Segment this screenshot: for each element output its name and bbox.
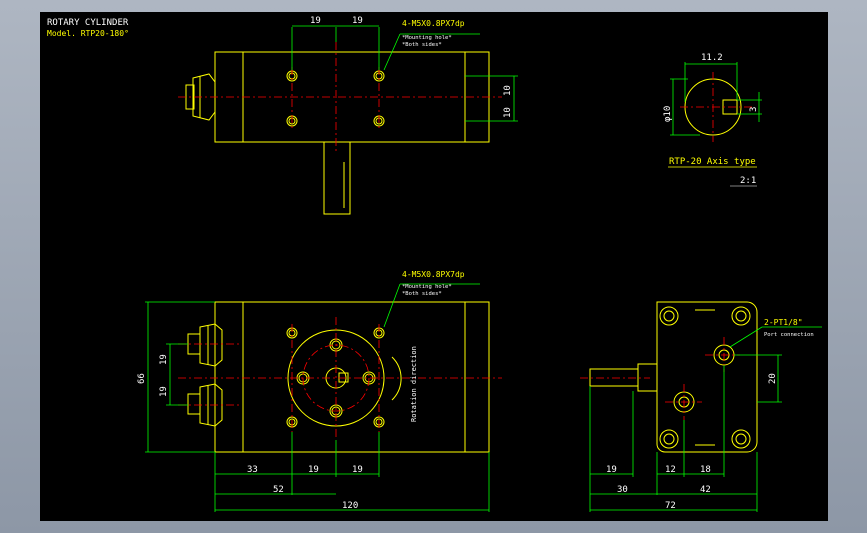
dim-top-19a: 19	[310, 16, 321, 26]
dim-front-52: 52	[273, 485, 284, 495]
dim-front-19c: 19	[308, 465, 319, 475]
top-shaft	[323, 141, 351, 215]
dim-front-19b: 19	[159, 386, 169, 397]
front-centerlines	[178, 317, 502, 440]
cad-viewport[interactable]: ROTARY CYLINDER Model. RTP20-180°	[40, 12, 828, 521]
side-centerlines	[580, 337, 740, 420]
dim-side-30: 30	[617, 485, 628, 495]
side-dimensions	[589, 326, 822, 512]
top-holes	[286, 70, 385, 127]
axis-type-label: RTP-20 Axis type	[669, 157, 756, 167]
dim-front-19a: 19	[159, 354, 169, 365]
note-mount-front: 4-M5X0.8PX7dp	[402, 270, 465, 279]
axis-scale: 2:1	[740, 176, 756, 186]
dim-front-120: 120	[342, 501, 358, 511]
note-port-sub: Port connection	[764, 332, 814, 338]
note-mount-top: 4-M5X0.8PX7dp	[402, 19, 465, 28]
top-body	[214, 51, 490, 143]
dim-side-19: 19	[606, 465, 617, 475]
dim-side-10a: 10	[503, 85, 513, 96]
dim-side-42: 42	[700, 485, 711, 495]
note-mount-front-sub2: *Both sides*	[402, 291, 442, 297]
top-view	[185, 51, 490, 215]
dim-side-72: 72	[665, 501, 676, 511]
top-hex-nut	[192, 73, 216, 121]
title-line2: Model. RTP20-180°	[47, 29, 129, 38]
dim-front-33: 33	[247, 465, 258, 475]
dim-axis-3: 3	[749, 107, 759, 112]
dim-side-20: 20	[768, 373, 778, 384]
note-port: 2-PT1/8"	[764, 318, 803, 327]
note-mount-top-sub2: *Both sides*	[402, 42, 442, 48]
front-view	[187, 301, 490, 453]
dim-axis-11-2: 11.2	[701, 53, 723, 63]
top-dimensions	[291, 25, 518, 122]
dim-axis-phi10: φ10	[663, 106, 673, 122]
side-shaft	[589, 368, 639, 387]
title-line1: ROTARY CYLINDER	[47, 18, 129, 28]
top-centerlines	[178, 42, 502, 152]
dim-top-19b: 19	[352, 16, 363, 26]
dim-side-12: 12	[665, 465, 676, 475]
dim-side-10b: 10	[503, 107, 513, 118]
drawing-canvas: ROTARY CYLINDER Model. RTP20-180°	[47, 16, 822, 512]
note-mount-top-sub1: *Mounting hole*	[402, 35, 452, 41]
dim-front-66: 66	[137, 373, 147, 384]
front-body	[214, 301, 490, 453]
dim-side-18: 18	[700, 465, 711, 475]
axis-detail: 11.2 φ10 3 RTP-20 Axis type 2:1	[663, 53, 762, 187]
note-mount-front-sub1: *Mounting hole*	[402, 284, 452, 290]
note-rotation: Rotation direction	[410, 346, 418, 422]
dim-front-19d: 19	[352, 465, 363, 475]
side-view	[589, 301, 758, 453]
front-dimensions	[145, 283, 490, 512]
side-body	[656, 301, 758, 453]
